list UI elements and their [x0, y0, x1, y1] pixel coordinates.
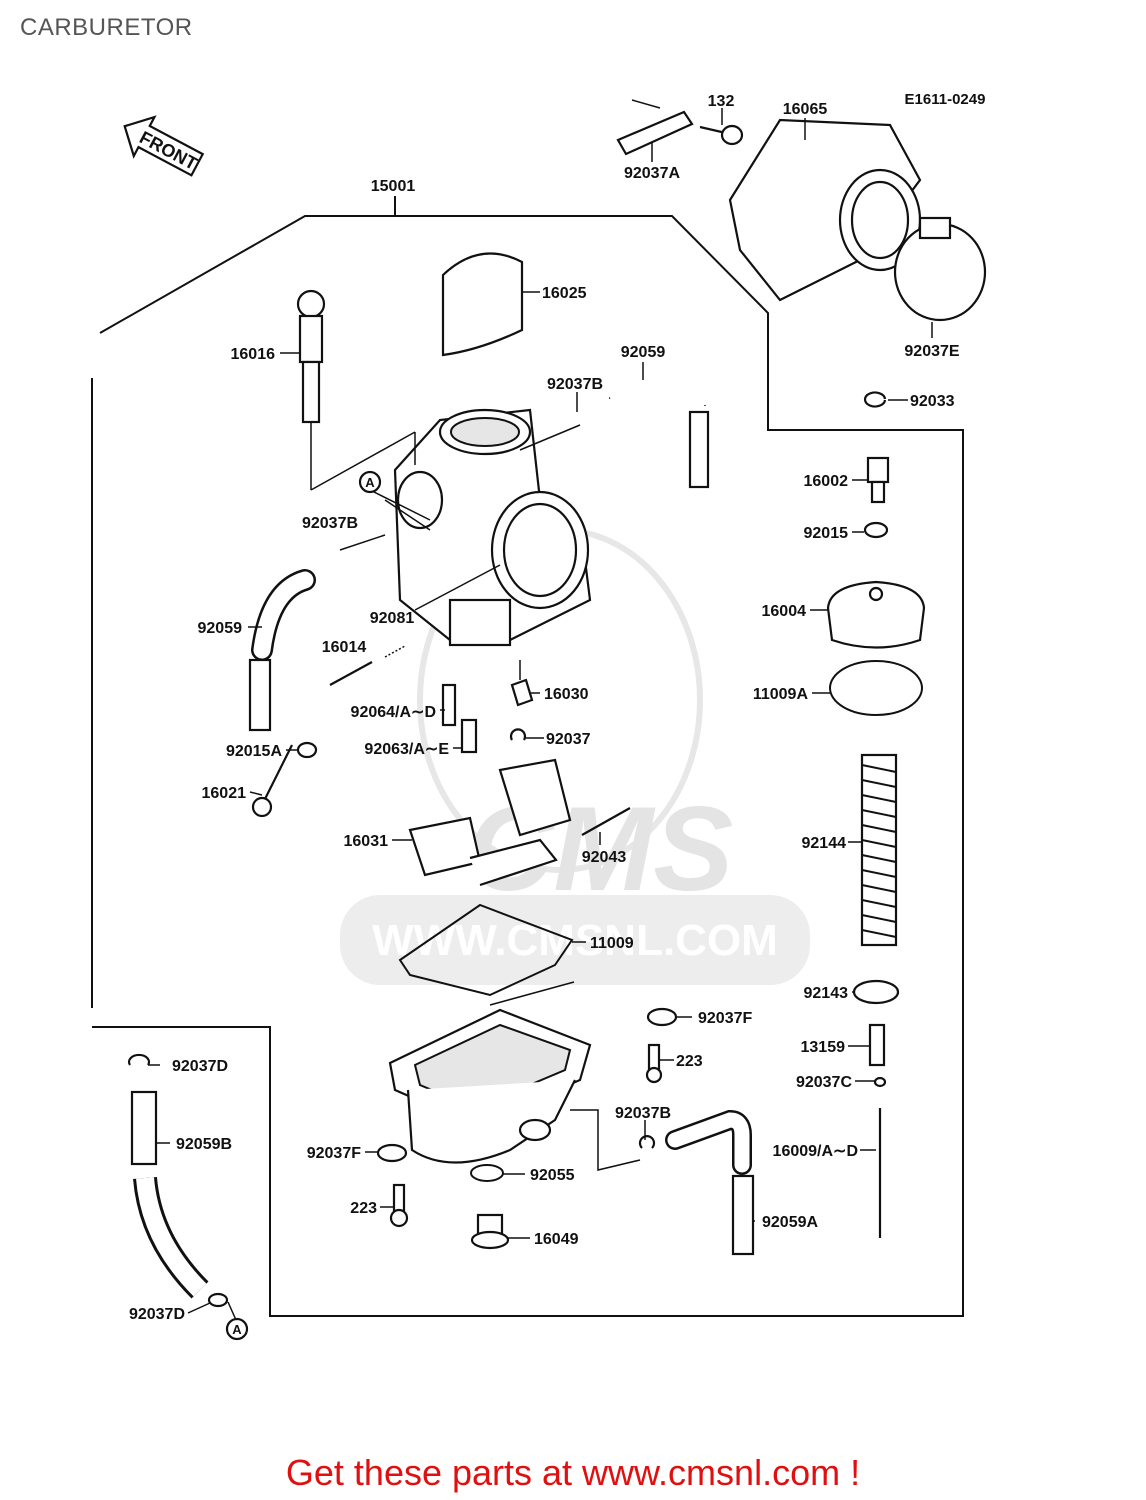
part-label: 92037F — [307, 1145, 361, 1162]
part-label: 92037B — [615, 1105, 671, 1122]
part-shape-92055 — [470, 1164, 504, 1182]
part-label: 92063/A∼E — [364, 741, 449, 758]
part-label: 92037C — [796, 1074, 852, 1091]
part-shape-92081 — [384, 645, 406, 658]
part-label: 223 — [350, 1200, 377, 1217]
part-label: 92059 — [198, 620, 243, 637]
carburetor-body — [393, 408, 592, 647]
part-shape-16031 — [408, 758, 572, 887]
marker-a-lower: A — [225, 1317, 249, 1341]
leader-lines — [148, 108, 933, 1321]
part-shape-92037A — [616, 99, 694, 156]
part-label: 11009A — [753, 686, 809, 703]
part-label: 92037B — [547, 376, 603, 393]
part-shape-92037B-lower — [638, 1135, 656, 1149]
part-label: 92015A — [226, 743, 282, 760]
part-label: 11009 — [590, 935, 634, 952]
part-label: 92055 — [530, 1167, 575, 1184]
part-label: 92015 — [804, 525, 849, 542]
part-shape-16025 — [441, 252, 524, 357]
page-title: CARBURETOR — [20, 14, 193, 41]
part-label: 92143 — [804, 985, 849, 1002]
part-shape-16030 — [510, 678, 534, 707]
part-shape-92015A — [296, 741, 318, 759]
part-shape-92144 — [860, 753, 898, 947]
part-label: 16065 — [783, 101, 828, 118]
part-label: 15001 — [371, 178, 416, 195]
part-shape-92037E — [893, 216, 987, 322]
part-label: 92059B — [176, 1136, 232, 1153]
marker-a-upper: A — [358, 470, 382, 494]
part-shape-92037F-left — [376, 1143, 408, 1163]
part-label: 16002 — [804, 473, 849, 490]
part-label: 13159 — [801, 1039, 846, 1056]
part-shape-132 — [699, 124, 744, 146]
part-label: 92059 — [621, 344, 666, 361]
part-shape-92033 — [863, 391, 887, 408]
part-shape-16016 — [296, 289, 326, 424]
part-shape-11009A — [829, 660, 923, 716]
part-label: 16014 — [322, 639, 367, 656]
marker-a-upper-label: A — [365, 475, 375, 490]
part-label: 16004 — [762, 603, 807, 620]
footer-link[interactable]: Get these parts at www.cmsnl.com ! — [285, 1452, 861, 1493]
exploded-parts-diagram: CMS WWW.CMSNL.COM E1611-0249 FRONT — [91, 91, 987, 1341]
part-label: 92059A — [762, 1214, 818, 1231]
part-label: 16030 — [544, 686, 589, 703]
part-shape-92143 — [852, 979, 900, 1005]
marker-a-lower-label: A — [232, 1322, 242, 1337]
part-label: 132 — [708, 93, 735, 110]
part-shape-11009 — [398, 903, 574, 997]
part-shape-92043 — [581, 807, 631, 836]
part-label: 92037B — [302, 515, 358, 532]
part-shape-92037D-top — [127, 1053, 151, 1066]
part-shape-92059-top — [608, 364, 710, 489]
part-label: 92037D — [129, 1306, 185, 1323]
assembly-boundary — [91, 196, 964, 1317]
part-label: 92043 — [582, 849, 627, 866]
part-shape-92015 — [863, 521, 889, 539]
part-shape-92059B-bend — [133, 1176, 209, 1299]
part-label: 16049 — [534, 1231, 579, 1248]
reference-code: E1611-0249 — [905, 91, 986, 108]
part-shape-16014 — [329, 661, 373, 686]
part-label: 92037D — [172, 1058, 228, 1075]
float-bowl — [388, 1008, 592, 1164]
part-shape-92059A — [665, 1109, 755, 1256]
part-shape-16049 — [470, 1213, 510, 1250]
part-label: 223 — [676, 1053, 703, 1070]
part-shape-92037 — [509, 728, 527, 741]
part-shape-223-upper — [645, 1043, 663, 1084]
watermark-url: WWW.CMSNL.COM — [372, 916, 778, 965]
part-shape-13159 — [868, 1023, 886, 1067]
part-label: 16016 — [231, 346, 276, 363]
part-shape-92064 — [441, 683, 457, 727]
part-label: 92144 — [802, 835, 847, 852]
part-shape-16002 — [866, 456, 890, 504]
part-label: 92037A — [624, 165, 680, 182]
part-label: 92064/A∼D — [351, 704, 436, 721]
part-shape-16004 — [826, 580, 926, 649]
part-label: 92037 — [546, 731, 591, 748]
part-labels: 132 16065 92037A 15001 16025 16016 92059… — [129, 93, 960, 1323]
part-label: 16009/A∼D — [773, 1143, 858, 1160]
part-label: 92081 — [370, 610, 415, 627]
part-shape-16021 — [251, 744, 293, 818]
part-label: 16021 — [202, 785, 247, 802]
part-label: 92037E — [904, 343, 959, 360]
part-shape-92037C — [873, 1076, 887, 1088]
part-shape-92037F-right — [646, 1007, 678, 1027]
part-shape-92059B — [130, 1090, 158, 1166]
front-arrow-icon: FRONT — [123, 115, 205, 177]
part-label: 92037F — [698, 1010, 752, 1027]
part-shape-92063 — [460, 718, 478, 754]
part-label: 16031 — [344, 833, 389, 850]
part-shape-223-lower — [389, 1183, 409, 1228]
part-shape-92037D-bottom — [207, 1292, 229, 1308]
part-label: 92033 — [910, 393, 955, 410]
part-label: 16025 — [542, 285, 587, 302]
part-shape-16065 — [728, 118, 922, 302]
part-shape-92059-left — [248, 569, 316, 732]
